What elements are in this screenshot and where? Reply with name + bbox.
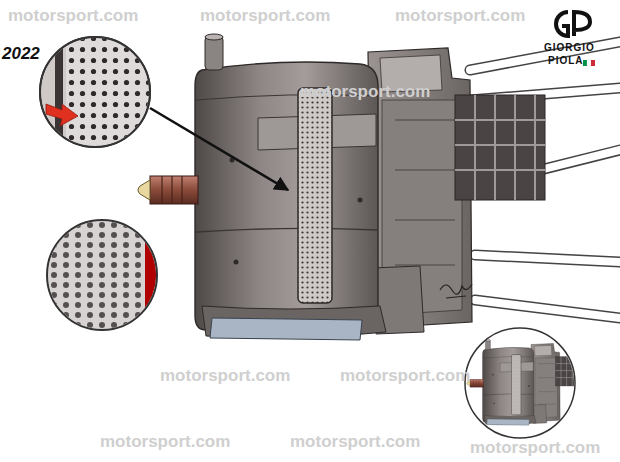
italian-flag [583, 60, 595, 66]
year-label: 2022 [2, 44, 40, 64]
logo-mark [556, 12, 590, 36]
watermark: motorsport.com [470, 438, 600, 458]
watermark: motorsport.com [340, 366, 470, 386]
watermark: motorsport.com [395, 6, 525, 26]
detail-inset [47, 220, 157, 330]
watermark: motorsport.com [100, 432, 230, 452]
detail-inset [40, 37, 151, 147]
logo-text: GIORGIO [544, 42, 595, 53]
watermark: motorsport.com [300, 82, 430, 102]
watermark: motorsport.com [200, 6, 330, 26]
logo-text: PIOLA [548, 55, 584, 66]
watermark: motorsport.com [290, 432, 420, 452]
signature [440, 284, 472, 298]
watermark: motorsport.com [8, 6, 138, 26]
overview-inset [465, 328, 581, 438]
pointer-arrow [150, 108, 288, 190]
brake-duct [138, 34, 545, 340]
watermark: motorsport.com [160, 366, 290, 386]
